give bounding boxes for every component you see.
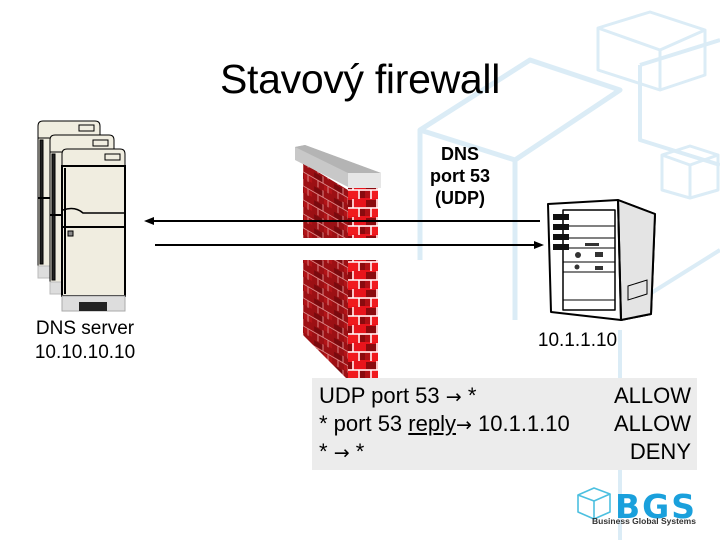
bgs-logo-tagline: Business Global Systems: [592, 516, 696, 526]
traffic-arrows: [144, 217, 544, 249]
protocol-line-1: DNS: [440, 144, 479, 164]
rule-action: DENY: [629, 439, 691, 464]
right-arrow-icon: →: [445, 386, 462, 408]
rule-condition: * → *: [319, 439, 365, 464]
protocol-label: DNS port 53 (UDP): [410, 143, 510, 209]
slide-title: Stavový firewall: [219, 56, 501, 102]
right-arrow-icon: →: [333, 442, 350, 464]
rule-condition: * port 53 reply→ 10.1.1.10: [319, 411, 570, 436]
client-ip: 10.1.1.10: [537, 330, 618, 351]
dns-server-stack-icon: [37, 120, 126, 312]
protocol-line-3: (UDP): [435, 188, 485, 208]
request-arrowhead: [534, 241, 544, 249]
firewall-rules-table: UDP port 53 → * ALLOW * port 53 reply→ 1…: [312, 378, 697, 470]
client-computer-icon: [547, 199, 656, 321]
rule-action: ALLOW: [613, 411, 691, 436]
bgs-cube-icon: [577, 487, 611, 520]
rule-row: UDP port 53 → * ALLOW: [319, 382, 691, 410]
dns-server-name: DNS server: [35, 318, 135, 339]
reply-arrowhead: [144, 217, 154, 225]
protocol-line-2: port 53: [429, 166, 490, 186]
bgs-logo-text: BGS: [615, 487, 698, 526]
rule-row: * port 53 reply→ 10.1.1.10 ALLOW: [319, 410, 691, 438]
rule-condition: UDP port 53 → *: [319, 383, 477, 408]
rule-action: ALLOW: [613, 383, 691, 408]
dns-server-ip: 10.10.10.10: [34, 342, 136, 363]
right-arrow-icon: →: [455, 414, 472, 436]
firewall-icon: [295, 145, 381, 380]
rule-row: * → * DENY: [319, 438, 691, 466]
